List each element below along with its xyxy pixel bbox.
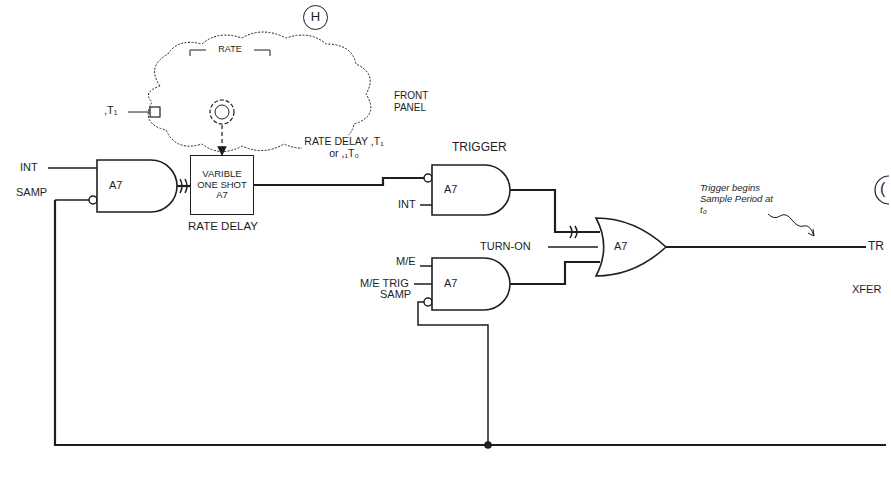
signal-wire xyxy=(510,190,600,232)
gate-id: A7 xyxy=(444,277,457,290)
panel-heading: FRONT PANEL xyxy=(394,90,438,113)
signal-wire xyxy=(510,262,600,284)
edge-label: RATE DELAY ,T₁ or ,₁T₀ xyxy=(302,135,386,159)
signal-label: TURN-ON xyxy=(480,240,531,253)
signal-label: XFER xyxy=(852,283,881,296)
input-wire xyxy=(420,204,432,206)
gate-id: A7 xyxy=(614,240,627,253)
signal-label: SAMP xyxy=(380,288,411,301)
samp-bus xyxy=(55,200,886,445)
shape-outline xyxy=(140,36,380,140)
control-link xyxy=(221,125,222,155)
shape-outline xyxy=(432,165,510,215)
block-text: VARIBLE ONE SHOT A7 xyxy=(194,169,250,202)
signal-label: TRIGGER xyxy=(452,141,507,155)
leader-line xyxy=(128,112,150,113)
and-gate: A7 xyxy=(432,165,510,215)
inversion-bubble xyxy=(89,196,97,204)
inversion-bubble xyxy=(424,298,432,306)
callout-circle xyxy=(875,176,889,204)
signal-label: INT xyxy=(20,161,38,174)
panel-label: RATE xyxy=(210,44,250,54)
front-panel-cloud: RATEFRONT PANEL xyxy=(140,36,380,140)
block-heading: RATE DELAY xyxy=(181,220,265,233)
note-text: Trigger begins Sample Period at t₀ xyxy=(700,183,778,216)
input-wire xyxy=(55,199,89,201)
signal-label: SAMP xyxy=(16,186,47,199)
signal-label: INT xyxy=(398,198,416,211)
callout-circle: H xyxy=(303,5,328,30)
signal-wire xyxy=(177,185,190,187)
signal-wire xyxy=(254,178,424,185)
input-wire xyxy=(48,167,97,169)
samp-wire xyxy=(418,302,488,445)
input-wire xyxy=(420,265,432,267)
switch-symbol xyxy=(150,107,160,117)
callout-letter: H xyxy=(304,10,327,25)
output-wire xyxy=(662,246,866,248)
gate-id: A7 xyxy=(109,179,122,192)
signal-label: TR xyxy=(868,240,884,254)
input-wire xyxy=(548,246,598,248)
leader-line xyxy=(768,214,814,236)
junction-dot xyxy=(485,442,491,448)
one-shot-box: VARIBLE ONE SHOT A7RATE DELAY xyxy=(190,155,254,215)
inversion-bubble xyxy=(424,174,432,182)
signal-label: M/E TRIG xyxy=(360,277,409,290)
shape-outline xyxy=(596,218,666,276)
rate-knob xyxy=(210,100,234,124)
rate-knob xyxy=(215,105,229,119)
leader-arrow xyxy=(808,229,814,236)
shape-outline xyxy=(432,258,510,310)
input-wire xyxy=(414,283,432,285)
signal-label: ( xyxy=(880,180,885,198)
gate-id: A7 xyxy=(444,183,457,196)
and-gate: A7 xyxy=(97,160,177,212)
and-gate: A7 xyxy=(432,258,510,310)
or-gate: A7 xyxy=(596,218,666,276)
signal-label: M/E xyxy=(396,255,416,268)
signal-label: ,T₁ xyxy=(104,104,118,117)
